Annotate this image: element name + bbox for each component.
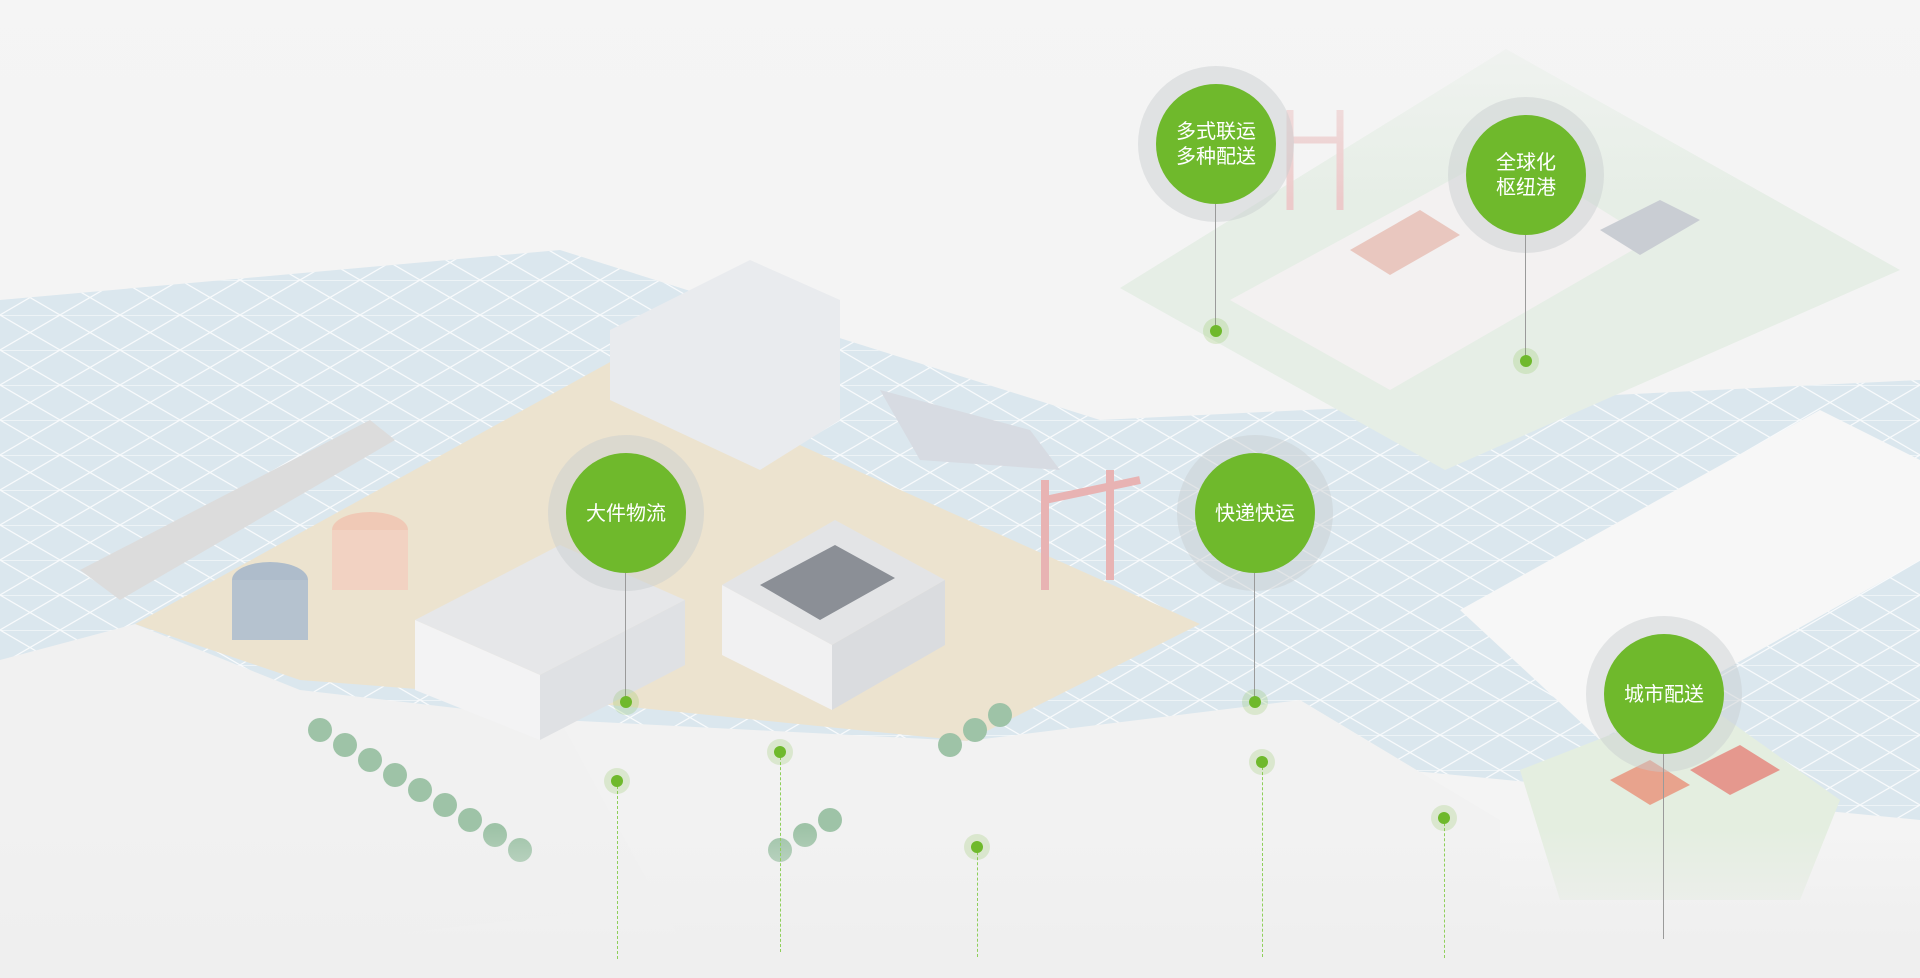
location-pin[interactable] [1438, 812, 1450, 824]
buildings [80, 110, 1780, 805]
route-line [617, 781, 618, 959]
node-label: 全球化 [1496, 150, 1556, 174]
location-pin[interactable] [611, 775, 623, 787]
node-pin[interactable] [1210, 325, 1222, 337]
route-line [1262, 762, 1263, 957]
node-stem [1215, 204, 1216, 331]
node-pin[interactable] [1520, 355, 1532, 367]
node-stem [1663, 754, 1664, 939]
route-line [780, 752, 781, 952]
bottom-fade [0, 828, 1920, 978]
node-label: 快递快运 [1215, 500, 1295, 525]
location-pin[interactable] [1256, 756, 1268, 768]
city-delivery-button[interactable]: 城市配送 [1604, 634, 1724, 754]
location-pin[interactable] [971, 841, 983, 853]
express-button[interactable]: 快递快运 [1195, 453, 1315, 573]
node-pin[interactable] [1249, 696, 1261, 708]
node-label: 枢纽港 [1496, 175, 1556, 199]
node-stem [625, 573, 626, 702]
multimodal-button[interactable]: 多式联运多种配送 [1156, 84, 1276, 204]
node-label: 多种配送 [1176, 144, 1256, 168]
node-label: 大件物流 [586, 500, 666, 525]
node-label: 城市配送 [1624, 681, 1704, 706]
route-line [977, 847, 978, 957]
bulk-logistics-button[interactable]: 大件物流 [566, 453, 686, 573]
node-stem [1525, 235, 1526, 361]
node-label: 多式联运 [1176, 119, 1256, 143]
global-hub-button[interactable]: 全球化枢纽港 [1466, 115, 1586, 235]
node-stem [1254, 573, 1255, 702]
top-fade [0, 0, 1920, 200]
route-line [1444, 818, 1445, 958]
node-pin[interactable] [620, 696, 632, 708]
location-pin[interactable] [774, 746, 786, 758]
